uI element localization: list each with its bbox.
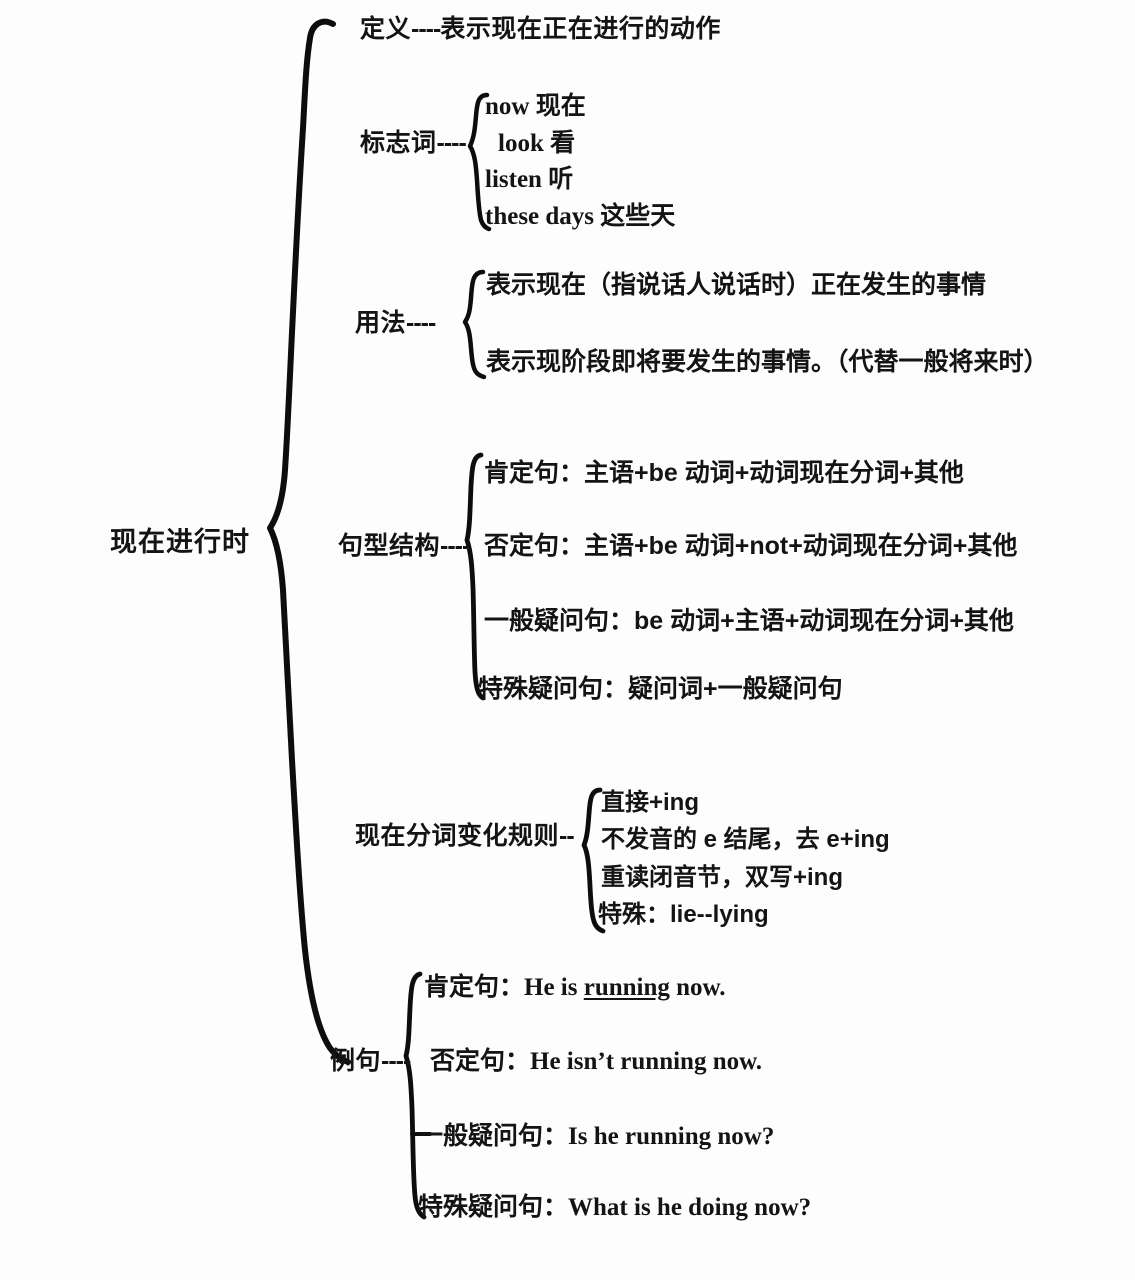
branch-examples-label: 例句	[330, 1047, 382, 1075]
leaf-example-wh: 特殊疑问句：What is he doing now?	[418, 1193, 812, 1222]
leaf-example-affirmative-underlined: running	[583, 974, 670, 1001]
leaf-marker-now: now 现在	[485, 93, 586, 120]
branch-marker-words: 标志词----	[360, 129, 467, 158]
branch-examples: 例句----	[330, 1047, 411, 1076]
leaf-structure-wh-question: 特殊疑问句：疑问词+一般疑问句	[478, 675, 843, 703]
branch-definition-connector: ----	[411, 15, 441, 43]
branch-participle-rules-connector: --	[559, 822, 575, 850]
branch-sentence-structure-label: 句型结构	[338, 532, 441, 560]
leaf-example-affirmative-pre: He is	[524, 974, 584, 1001]
leaf-usage-1: 表示现在（指说话人说话时）正在发生的事情	[486, 271, 987, 299]
leaf-structure-negative: 否定句：主语+be 动词+not+动词现在分词+其他	[484, 532, 1018, 560]
leaf-example-negative-sentence: He isn’t running now.	[530, 1048, 763, 1075]
branch-usage-connector: ----	[406, 309, 436, 337]
leaf-example-affirmative-post: now.	[669, 974, 726, 1001]
branch-participle-rules-label: 现在分词变化规则	[355, 822, 560, 850]
branch-participle-rules: 现在分词变化规则--	[355, 822, 575, 851]
branch-marker-words-connector: ----	[436, 129, 467, 157]
leaf-rule-silent-e: 不发音的 e 结尾，去 e+ing	[601, 826, 890, 853]
branch-sentence-structure-connector: ----	[440, 532, 470, 560]
branch-usage-label: 用法	[355, 309, 407, 337]
branch-examples-connector: ----	[381, 1047, 411, 1075]
leaf-rule-double-consonant: 重读闭音节，双写+ing	[601, 864, 844, 891]
leaf-rule-special: 特殊：lie--lying	[598, 901, 769, 928]
branch-sentence-structure: 句型结构----	[338, 532, 470, 561]
root-node-label: 现在进行时	[110, 527, 250, 557]
leaf-rule-direct-ing: 直接+ing	[601, 789, 700, 816]
branch-usage: 用法----	[355, 309, 436, 338]
leaf-example-yesno-sentence: Is he running now?	[568, 1123, 775, 1150]
leaf-example-affirmative: 肯定句：He is running now.	[424, 973, 726, 1002]
branch-definition-text: 表示现在正在进行的动作	[440, 15, 721, 43]
leaf-usage-2: 表示现阶段即将要发生的事情。（代替一般将来时）	[486, 348, 1049, 376]
leaf-marker-look: look 看	[498, 130, 576, 157]
leaf-example-yesno-prefix: 一般疑问句：	[418, 1122, 569, 1150]
branch-definition: 定义----表示现在正在进行的动作	[360, 15, 721, 44]
leaf-example-wh-prefix: 特殊疑问句：	[418, 1193, 569, 1221]
branch-marker-words-label: 标志词	[360, 129, 437, 157]
leaf-example-wh-sentence: What is he doing now?	[568, 1194, 812, 1221]
leaf-example-affirmative-prefix: 肯定句：	[424, 973, 525, 1001]
leaf-example-negative: 否定句：He isn’t running now.	[430, 1047, 763, 1076]
leaf-marker-these-days: these days 这些天	[485, 203, 676, 230]
branch-definition-label: 定义	[360, 15, 412, 43]
leaf-example-yesno: 一般疑问句：Is he running now?	[418, 1122, 775, 1151]
leaf-structure-yesno-question: 一般疑问句：be 动词+主语+动词现在分词+其他	[484, 607, 1014, 635]
leaf-structure-affirmative: 肯定句：主语+be 动词+动词现在分词+其他	[484, 459, 964, 487]
leaf-example-negative-prefix: 否定句：	[430, 1047, 531, 1075]
leaf-marker-listen: listen 听	[485, 166, 574, 193]
